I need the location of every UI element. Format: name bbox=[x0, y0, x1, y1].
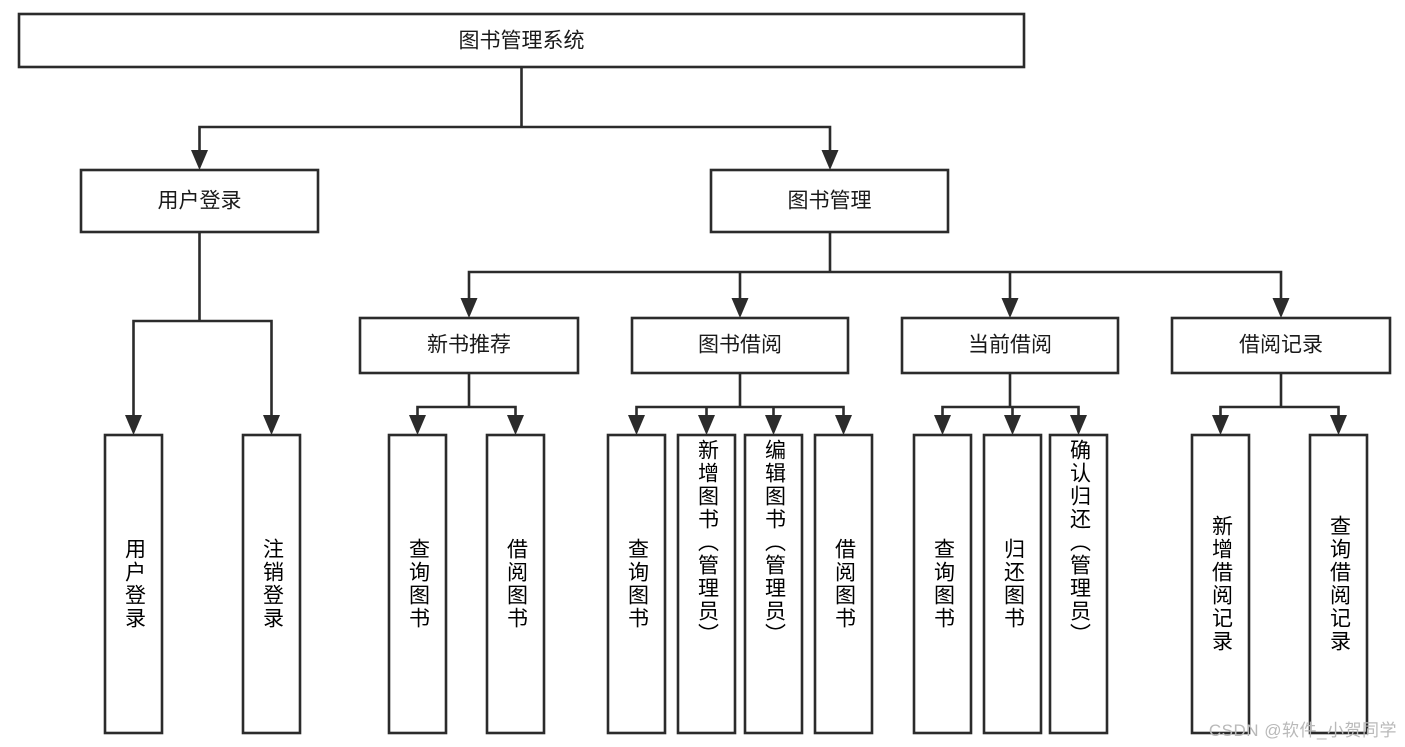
node-root-label: 图书管理系统 bbox=[459, 30, 585, 53]
leaf-add-book-box[interactable] bbox=[676, 433, 737, 735]
arrow-user-login-to-leaf-user-login bbox=[125, 415, 142, 435]
node-book-borrow-label: 图书借阅 bbox=[698, 334, 782, 357]
edge-root-trunk bbox=[198, 65, 832, 154]
leaf-confirm-return-label: 确认归还（管理员） bbox=[1067, 439, 1091, 646]
arrow-user-login-to-leaf-user-logout bbox=[263, 415, 280, 435]
node-book-borrow[interactable]: 图书借阅 bbox=[630, 316, 850, 375]
leaf-return-book-box[interactable] bbox=[982, 433, 1043, 735]
node-book-borrow-box[interactable] bbox=[630, 316, 850, 375]
edge-new-book-rec-trunk bbox=[416, 371, 517, 419]
arrow-book-manage-to-current-borrow bbox=[1001, 298, 1019, 318]
arrow-book-borrow-to-leaf-borrow-book-2 bbox=[835, 415, 852, 435]
leaf-confirm-return-box[interactable] bbox=[1048, 433, 1109, 735]
node-user-login-label: 用户登录 bbox=[158, 190, 242, 213]
leaf-edit-book-label: 编辑图书（管理员） bbox=[762, 439, 786, 646]
leaf-user-login[interactable]: 用户登录 bbox=[103, 433, 164, 735]
leaf-add-book[interactable]: 新增图书（管理员） bbox=[676, 433, 737, 735]
arrow-borrow-record-to-leaf-query-record bbox=[1330, 415, 1347, 435]
arrow-new-book-rec-to-leaf-query-book-1 bbox=[409, 415, 426, 435]
leaf-query-book-1-box[interactable] bbox=[387, 433, 448, 735]
node-book-manage-box[interactable] bbox=[709, 168, 950, 234]
arrow-current-borrow-to-leaf-query-book-3 bbox=[934, 415, 951, 435]
leaf-add-record-label: 新增借阅记录 bbox=[1209, 515, 1233, 653]
arrow-book-borrow-to-leaf-edit-book bbox=[765, 415, 782, 435]
edge-book-borrow-trunk bbox=[635, 371, 845, 419]
leaf-query-record-label: 查询借阅记录 bbox=[1327, 515, 1351, 653]
node-user-login-box[interactable] bbox=[79, 168, 320, 234]
leaf-add-record-box[interactable] bbox=[1190, 433, 1251, 735]
connector-layer bbox=[125, 65, 1347, 435]
leaf-borrow-book-2[interactable]: 借阅图书 bbox=[813, 433, 874, 735]
leaf-borrow-book-1-label: 借阅图书 bbox=[504, 538, 528, 630]
leaf-user-logout-box[interactable] bbox=[241, 433, 302, 735]
leaf-query-book-1-label: 查询图书 bbox=[406, 538, 430, 630]
arrow-book-borrow-to-leaf-query-book-2 bbox=[628, 415, 645, 435]
leaf-user-login-label: 用户登录 bbox=[122, 538, 146, 630]
leaf-query-book-3[interactable]: 查询图书 bbox=[912, 433, 973, 735]
node-borrow-record-box[interactable] bbox=[1170, 316, 1392, 375]
leaf-borrow-book-2-box[interactable] bbox=[813, 433, 874, 735]
node-book-manage[interactable]: 图书管理 bbox=[709, 168, 950, 234]
node-root-box[interactable] bbox=[17, 12, 1026, 69]
leaf-add-book-label: 新增图书（管理员） bbox=[695, 439, 719, 646]
edge-book-manage-trunk bbox=[467, 230, 1283, 302]
leaf-query-book-2[interactable]: 查询图书 bbox=[606, 433, 667, 735]
leaf-query-record[interactable]: 查询借阅记录 bbox=[1308, 433, 1369, 735]
node-current-borrow-label: 当前借阅 bbox=[968, 334, 1052, 357]
node-borrow-record[interactable]: 借阅记录 bbox=[1170, 316, 1392, 375]
leaf-query-book-3-box[interactable] bbox=[912, 433, 973, 735]
edge-current-borrow-trunk bbox=[941, 371, 1080, 419]
arrow-root-to-book-manage bbox=[821, 150, 839, 170]
leaf-borrow-book-1-box[interactable] bbox=[485, 433, 546, 735]
leaf-edit-book[interactable]: 编辑图书（管理员） bbox=[743, 433, 804, 735]
leaf-query-book-3-label: 查询图书 bbox=[931, 538, 955, 630]
csdn-watermark: CSDN @软件_小贺同学 bbox=[1208, 721, 1397, 740]
node-new-book-rec-label: 新书推荐 bbox=[427, 334, 511, 357]
arrow-book-borrow-to-leaf-add-book bbox=[698, 415, 715, 435]
node-new-book-rec-box[interactable] bbox=[358, 316, 580, 375]
edge-user-login-trunk bbox=[132, 230, 273, 419]
arrow-current-borrow-to-leaf-confirm-return bbox=[1070, 415, 1087, 435]
arrow-book-manage-to-borrow-record bbox=[1272, 298, 1290, 318]
leaf-query-record-box[interactable] bbox=[1308, 433, 1369, 735]
leaf-return-book[interactable]: 归还图书 bbox=[982, 433, 1043, 735]
leaf-user-logout[interactable]: 注销登录 bbox=[241, 433, 302, 735]
arrow-new-book-rec-to-leaf-borrow-book-1 bbox=[507, 415, 524, 435]
leaf-borrow-book-1[interactable]: 借阅图书 bbox=[485, 433, 546, 735]
edge-borrow-record-trunk bbox=[1219, 371, 1340, 419]
leaf-user-logout-label: 注销登录 bbox=[260, 538, 284, 630]
node-borrow-record-label: 借阅记录 bbox=[1239, 334, 1323, 357]
arrow-book-manage-to-book-borrow bbox=[731, 298, 749, 318]
leaf-add-record[interactable]: 新增借阅记录 bbox=[1190, 433, 1251, 735]
leaf-return-book-label: 归还图书 bbox=[1001, 538, 1025, 630]
leaf-query-book-2-label: 查询图书 bbox=[625, 538, 649, 630]
node-current-borrow-box[interactable] bbox=[900, 316, 1120, 375]
node-current-borrow[interactable]: 当前借阅 bbox=[900, 316, 1120, 375]
leaf-query-book-2-box[interactable] bbox=[606, 433, 667, 735]
node-root[interactable]: 图书管理系统 bbox=[17, 12, 1026, 69]
leaf-query-book-1[interactable]: 查询图书 bbox=[387, 433, 448, 735]
arrow-current-borrow-to-leaf-return-book bbox=[1004, 415, 1021, 435]
leaf-borrow-book-2-label: 借阅图书 bbox=[832, 538, 856, 630]
arrow-book-manage-to-new-book-rec bbox=[460, 298, 478, 318]
node-new-book-rec[interactable]: 新书推荐 bbox=[358, 316, 580, 375]
node-user-login[interactable]: 用户登录 bbox=[79, 168, 320, 234]
node-book-manage-label: 图书管理 bbox=[788, 190, 872, 213]
leaf-confirm-return[interactable]: 确认归还（管理员） bbox=[1048, 433, 1109, 735]
leaf-edit-book-box[interactable] bbox=[743, 433, 804, 735]
leaf-user-login-box[interactable] bbox=[103, 433, 164, 735]
arrow-borrow-record-to-leaf-add-record bbox=[1212, 415, 1229, 435]
arrow-root-to-user-login bbox=[191, 150, 208, 170]
